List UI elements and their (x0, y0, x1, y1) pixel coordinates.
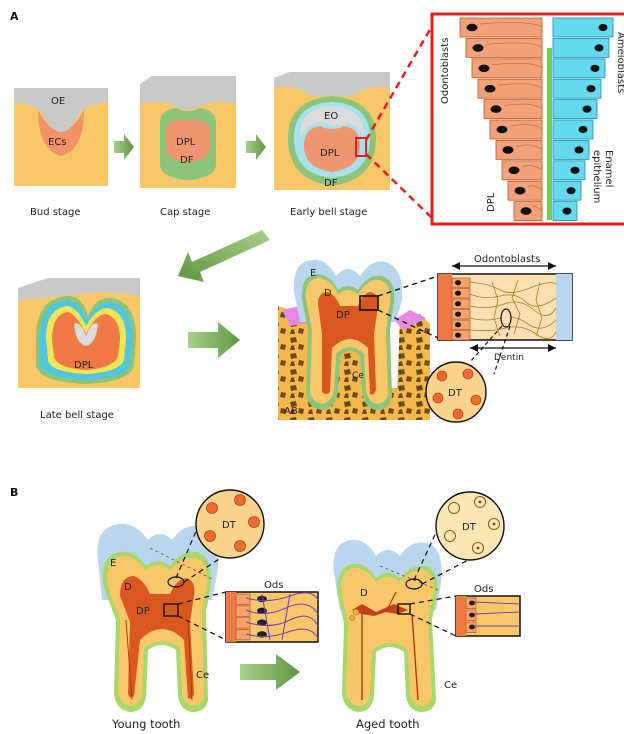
mature-dp-label: DP (336, 310, 350, 321)
cap-stage-caption: Cap stage (160, 207, 210, 218)
mature-tubule-oval (501, 309, 511, 327)
early-bell-caption: Early bell stage (290, 207, 367, 218)
young-tooth-diagram: E D DP Ce Young tooth (97, 524, 218, 731)
arrow-bud-to-cap (114, 134, 134, 160)
arrow-late-bell-to-mature (188, 322, 240, 358)
bud-stage-diagram: OE ECs Bud stage (14, 88, 108, 218)
mature-odontoblast-cell (452, 310, 470, 320)
mature-odontoblast-nucleus (455, 312, 461, 317)
mature-odontoblast-inset (438, 274, 572, 340)
inset-odontoblasts-label: Odontoblasts (440, 38, 451, 104)
bud-ecs-label: ECs (48, 137, 67, 148)
ameloblast-nucleus (575, 146, 584, 153)
mature-odontoblast-nucleus (455, 280, 461, 285)
aged-tooth-caption: Aged tooth (356, 717, 420, 731)
odontoblast-nucleus (479, 65, 490, 73)
aged-dentinal-tubule-circle: DT (436, 492, 504, 560)
mature-odontoblast-cell (452, 320, 470, 330)
odontoblast-nucleus (521, 207, 532, 215)
bud-stage-caption: Bud stage (30, 207, 80, 218)
late-bell-dpl-label: DPL (74, 360, 94, 371)
ameloblast-nucleus (587, 85, 596, 92)
cap-stage-diagram: DPL DF Cap stage (140, 76, 236, 218)
mature-odontoblast-nucleus (455, 301, 461, 306)
ameloblast-nucleus (567, 187, 576, 194)
arrow-cap-to-early-bell (246, 134, 266, 160)
aged-d-label: D (360, 588, 368, 599)
odontoblast-nucleus (503, 146, 514, 154)
ameloblast-nucleus (591, 65, 600, 72)
mature-odontoblasts-label: Odontoblasts (474, 254, 540, 265)
mature-odontoblast-cell (452, 299, 470, 309)
late-bell-stage-diagram: DPL Late bell stage (18, 278, 140, 421)
mature-e-label: E (310, 268, 316, 279)
ameloblast-nucleus (583, 106, 592, 113)
young-dentinal-tubule-circle: DT (196, 490, 264, 558)
cap-df-label: DF (180, 155, 194, 166)
ameloblast-nucleus (571, 167, 580, 174)
cap-dpl-label: DPL (176, 137, 196, 148)
mature-d-label: D (324, 288, 332, 299)
aged-odontoblast-nucleus (469, 613, 475, 618)
ameloblast-nucleus (595, 44, 604, 51)
ameloblast-cell (553, 140, 589, 159)
aged-ods-inset: Ods (456, 584, 520, 636)
odontoblast-nucleus (515, 187, 526, 195)
aged-odontoblast-nucleus (469, 625, 475, 630)
aged-tooth-diagram: D Ce Aged tooth (333, 540, 457, 731)
odontoblast-nucleus (467, 24, 478, 32)
early-bell-dpl-label: DPL (320, 148, 340, 159)
aged-ce-label: Ce (444, 680, 457, 691)
early-bell-stage-diagram: EO DPL DF Early bell stage (274, 72, 390, 218)
odontoblast-nucleus (497, 126, 508, 134)
cell-layer-inset: Odontoblasts DPL Ameloblasts Enamelepith… (432, 14, 624, 224)
young-dt-label: DT (222, 520, 237, 531)
young-dp-label: DP (136, 606, 150, 617)
ameloblast-cell (553, 161, 585, 180)
ameloblast-nucleus (599, 24, 608, 31)
aged-ods-label: Ods (474, 584, 493, 595)
young-odontoblast-cell (236, 594, 250, 605)
inset-ameloblasts-label: Ameloblasts (615, 32, 624, 93)
aged-odontoblast-nucleus (469, 601, 475, 606)
dt-label-a: DT (448, 388, 463, 399)
young-ce-label: Ce (196, 670, 209, 681)
mature-ab-label: AB (284, 406, 298, 417)
mature-odontoblast-cell (452, 331, 470, 341)
dentinal-tubule-circle-a: DT (426, 362, 486, 422)
young-d-label: D (124, 582, 132, 593)
young-ods-label: Ods (264, 580, 283, 591)
early-bell-eo-label: EO (324, 111, 338, 122)
mature-ce-label: Ce (352, 371, 364, 381)
ameloblast-nucleus (579, 126, 588, 133)
panel-a-letter: A (10, 10, 19, 23)
odontoblast-nucleus (491, 105, 502, 113)
odontoblast-nucleus (509, 167, 520, 175)
panel-b-letter: B (10, 486, 18, 499)
young-tooth-caption: Young tooth (111, 717, 180, 731)
basement-membrane (547, 48, 552, 220)
odontoblast-cell (502, 161, 542, 180)
odontoblast-nucleus (485, 85, 496, 93)
mature-odontoblast-nucleus (455, 333, 461, 338)
mature-odontoblast-nucleus (455, 322, 461, 327)
bud-oe-label: OE (51, 96, 65, 107)
ameloblast-nucleus (563, 208, 572, 215)
mature-tooth-diagram: E D DP Ce AB (278, 260, 430, 420)
young-ods-inset: Ods (226, 580, 318, 642)
young-e-label: E (110, 558, 116, 569)
early-bell-df-label: DF (324, 178, 338, 189)
arrow-early-to-late-bell (178, 230, 270, 282)
late-bell-caption: Late bell stage (40, 410, 114, 421)
arrow-young-to-aged (240, 654, 300, 690)
mature-odontoblast-cell (452, 289, 470, 299)
odontoblast-nucleus (473, 44, 484, 52)
mature-odontoblast-cell (452, 278, 470, 288)
aged-dt-label: DT (462, 522, 477, 533)
inset-dpl-label: DPL (486, 192, 497, 212)
mature-odontoblast-nucleus (455, 291, 461, 296)
